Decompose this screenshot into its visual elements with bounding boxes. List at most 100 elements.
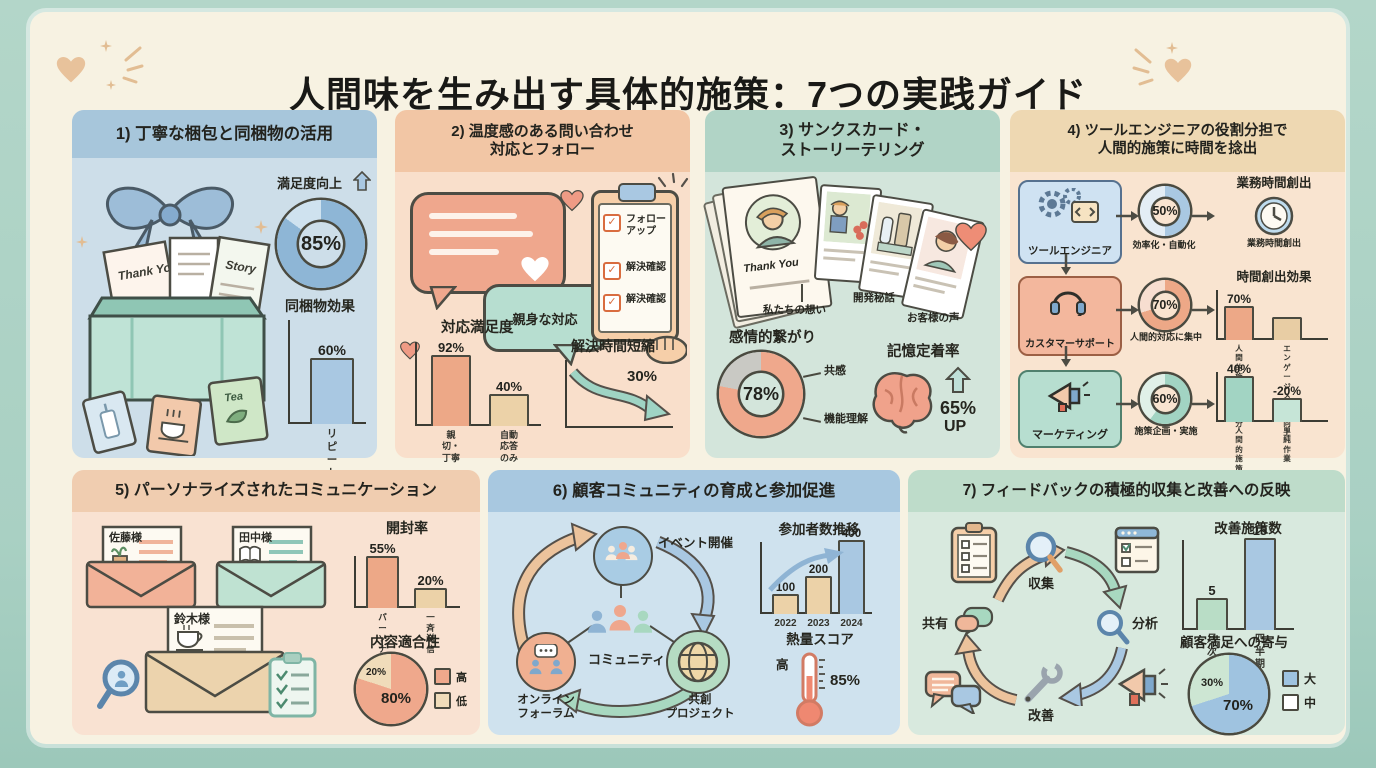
contribution-pie: 30% 70% (1190, 655, 1268, 733)
forum-people-icon (529, 644, 563, 675)
gear-code-icon (1038, 188, 1099, 223)
box-label: ツールエンジニア (1028, 245, 1112, 257)
box-tool-engineer: ツールエンジニア (1018, 180, 1122, 264)
magnifier-person-icon (97, 659, 140, 709)
cocreate-circle (666, 630, 730, 694)
flow-arrow-down (1061, 254, 1071, 275)
participants-title: 参加者数推移 (778, 522, 860, 537)
heat-title: 熱量スコア (786, 632, 854, 647)
bar-value: 20% (417, 572, 444, 588)
bar-label: 月次 (1207, 634, 1217, 658)
cycle-label-improve: 改善 (1028, 708, 1055, 723)
time-created-title: 業務時間創出 (1236, 176, 1312, 190)
improvements-title: 改善施策数 (1214, 521, 1282, 536)
panel-4-role-split: 4) ツールエンジニアの役割分担で 人間的施策に時間を捻出 ツールエンジニア 5… (1010, 110, 1345, 510)
checkbox-icon: ✓ (603, 262, 621, 280)
down-trend-arrow (569, 368, 672, 422)
infographic-card: 人間味を生み出す具体的施策：7つの実践ガイド 1) 丁寧な梱包と同梱物の活用 T… (30, 12, 1346, 744)
open-rate-title: 開封率 (386, 520, 428, 536)
wrench-icon (1024, 662, 1063, 703)
hand-icon (645, 335, 687, 364)
panel-7-header: 7) フィードバックの積極的収集と改善への反映 (908, 470, 1345, 512)
flow-arrow-right (1192, 305, 1215, 315)
panel-7-feedback: 7) フィードバックの積極的収集と改善への反映 収集 (908, 470, 1345, 735)
fit-legend: 高 低 (434, 668, 467, 709)
bar-personalized: 55% パーソナライズ (366, 541, 399, 686)
panel-1-body: Thank You Story (72, 158, 377, 506)
flow-arrow-right (1116, 305, 1139, 315)
legend-swatch (1282, 694, 1299, 711)
clock-icon (1254, 196, 1294, 236)
growth-arrow (768, 548, 844, 592)
thank-you-card: Thank You (721, 175, 833, 319)
card-label: 開発秘話 (853, 292, 895, 304)
cycle-label-share: 共有 (922, 616, 949, 631)
people-icon (605, 542, 638, 561)
thermometer-icon (796, 652, 825, 727)
panel-3-thanks-card: 3) サンクスカード・ ストーリーテリング Thank You (702, 110, 1000, 458)
bar-value: 55% (369, 540, 396, 556)
bar-label: 親切・丁寧 (442, 430, 461, 463)
bar-polite: 92% 親切・丁寧 (431, 340, 471, 463)
speech-bubble-kind: 親身な対応 (483, 284, 607, 352)
memory-sub: UP (944, 418, 967, 435)
improvements-chart: 5 月次 15 四半期 (1182, 523, 1298, 670)
bar-value: 40% (495, 379, 523, 394)
checklist-icon (268, 652, 317, 718)
heart-icon (1162, 56, 1194, 84)
box-label: カスタマーサポート (1025, 339, 1115, 350)
legend-label: 高 (456, 671, 467, 684)
bubble-tail (553, 344, 579, 366)
checklist-item: フォローアップ (626, 214, 666, 237)
flow-arrow-down (1061, 346, 1071, 367)
heart-icon (953, 220, 989, 252)
effect-chart-2: 40% 人間的施策 への配分 -20% 単純作業 (1216, 362, 1334, 510)
box-label: マーケティング (1031, 429, 1109, 441)
forum-circle (516, 632, 576, 692)
satisfaction-chart: 92% 親切・丁寧 40% 自動応答のみ (415, 340, 545, 463)
panel-6-body: イベント開催 コミュニティ オンライン フォーラム (488, 512, 900, 735)
cycle-arrow-improve (1058, 646, 1128, 706)
panel-5-body: 佐藤様 田中様 鈴木様 (72, 512, 480, 735)
flow-arrow-right (1116, 211, 1139, 221)
emotion-donut: 78% (719, 352, 803, 436)
up-arrow-icon (945, 366, 971, 393)
bar-2022: 100 2022 (772, 582, 799, 629)
heart-icon (559, 188, 585, 212)
bar-engagement: エンゲージ メント向上 (1272, 317, 1302, 437)
emotion-callout: 機能理解 (824, 413, 868, 425)
svg-text:鈴木様: 鈴木様 (174, 611, 211, 626)
checklist-item: 解決確認 (626, 262, 666, 273)
panel-5-header: 5) パーソナライズされたコミュニケーション (72, 470, 480, 512)
legend-label: 中 (1304, 696, 1317, 710)
community-cycle-arrows (512, 522, 716, 718)
contribution-legend: 大 中 (1282, 670, 1316, 711)
bar-2024: 400 2024 (838, 528, 865, 629)
panel-2-body: 親身な対応 ✓フォローアップ ✓解決確認 ✓解決確認 対応満足度 (395, 172, 690, 463)
bar-quarterly: 15 四半期 (1244, 523, 1276, 670)
memory-title: 記憶定着率 (887, 344, 960, 360)
bar-label: 単純作業 (1283, 426, 1291, 464)
satisfaction-chart-title: 対応満足度 (441, 320, 514, 336)
bubble-label: 親身な対応 (512, 311, 578, 327)
megaphone-icon (1117, 667, 1168, 706)
bar-label: 2023 (807, 618, 830, 629)
open-rate-chart: 55% パーソナライズ 20% 一斉送信 (354, 541, 464, 686)
cycle-arrow-analyze (1064, 546, 1128, 610)
event-circle (593, 526, 653, 586)
box-customer-support: カスタマーサポート (1018, 276, 1122, 356)
page-title: 人間味を生み出す具体的施策：7つの実践ガイド (288, 74, 1088, 116)
farmer-illustration (744, 194, 801, 251)
survey-clipboard-icon (950, 522, 998, 584)
legend-swatch (1282, 670, 1299, 687)
checklist-clipboard: ✓フォローアップ ✓解決確認 ✓解決確認 (591, 183, 679, 342)
memory-value: 65% (940, 398, 977, 418)
panel-5-personalized: 5) パーソナライズされたコミュニケーション 佐藤様 田中様 (72, 470, 480, 735)
checklist-item: 解決確認 (626, 294, 666, 305)
flow-arrow-right (1192, 399, 1215, 409)
bar-simple-tasks: -20% 単純作業 (1272, 384, 1302, 463)
donut-caption: 施策企画・実施 (1134, 426, 1198, 436)
bar-value: 40% (1226, 362, 1252, 376)
node-label-forum: オンライン フォーラム (517, 694, 575, 720)
up-arrow-icon (353, 171, 371, 191)
